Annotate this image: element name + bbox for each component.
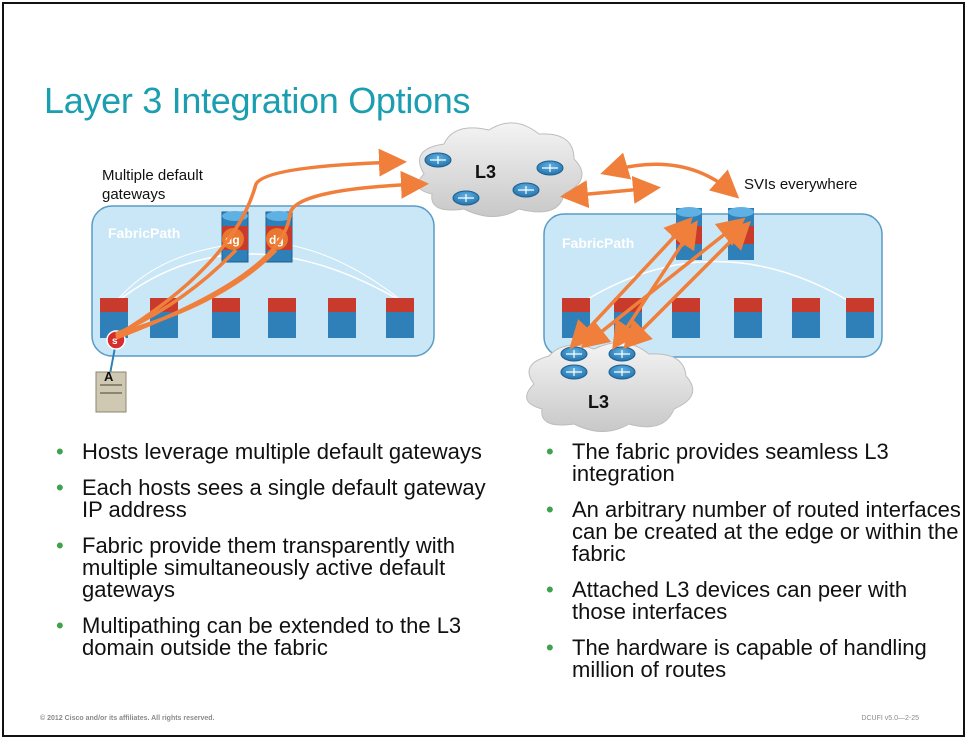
svis-label: SVIs everywhere [744,176,857,193]
leaf-switch [386,298,414,338]
router-icon [424,152,452,168]
bullet-item: The hardware is capable of handling mill… [546,637,963,681]
router-icon [536,160,564,176]
gateway-badge-label: dg [269,233,284,247]
router-icon [608,346,636,362]
bullet-item: Fabric provide them transparently with m… [56,535,486,601]
router-icon [560,346,588,362]
leaf-switch [268,298,296,338]
right-bullet-list: The fabric provides seamless L3 integrat… [546,441,963,695]
right-fabric-label: FabricPath [562,235,634,251]
spine-switch [728,207,754,260]
bullet-item: Hosts leverage multiple default gateways [56,441,486,464]
leaf-switch [792,298,820,338]
bullet-item: An arbitrary number of routed interfaces… [546,499,963,565]
gateway-badge [222,228,244,250]
leaf-switch [212,298,240,338]
host-server-icon: A [95,341,127,413]
leaf-switch [846,298,874,338]
slide-title: Layer 3 Integration Options [44,80,471,121]
bullet-item: Multipathing can be extended to the L3 d… [56,615,486,659]
router-icon [608,364,636,380]
host-label: A [104,369,114,384]
course-code-footer: DCUFI v5.0—2-25 [861,715,919,722]
router-icon [452,190,480,206]
bullet-item: Each hosts sees a single default gateway… [56,477,486,521]
bottom-cloud-label: L3 [588,392,609,412]
top-cloud-label: L3 [475,162,496,182]
left-fabric: FabricPath [91,205,435,357]
multiple-gateways-label-line1: Multiple default [102,167,204,184]
leaf-switch [328,298,356,338]
left-arrows [115,148,429,340]
switch-badge-label: s [112,336,118,347]
spine-switch: dg [221,211,249,263]
bottom-l3-cloud: L3 [526,342,694,432]
bullet-item: The fabric provides seamless L3 integrat… [546,441,963,485]
leaf-switch [734,298,762,338]
router-icon [560,364,588,380]
copyright-footer: © 2012 Cisco and/or its affiliates. All … [40,715,215,722]
right-arrows [560,152,751,350]
left-fabric-label: FabricPath [108,225,180,241]
bullet-item: Attached L3 devices can peer with those … [546,579,963,623]
fabric-diagram: FabricPath FabricPath L3 L3 [91,122,883,432]
left-bullet-list: Hosts leverage multiple default gateways… [56,441,486,673]
multiple-gateways-label-line2: gateways [102,186,165,203]
leaf-switch [672,298,700,338]
router-icon [512,182,540,198]
